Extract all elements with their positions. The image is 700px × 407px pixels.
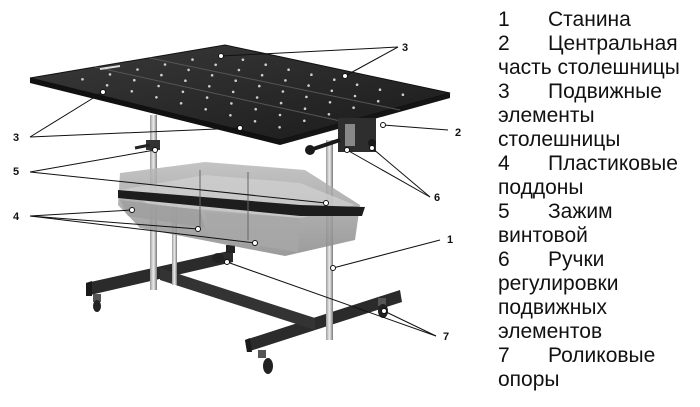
callout-4: 4 [13, 211, 20, 223]
top-hole [179, 102, 183, 105]
callout-6: 6 [434, 192, 440, 204]
top-hole [303, 119, 306, 123]
top-hole [258, 84, 261, 88]
top-hole [234, 79, 237, 82]
top-hole [303, 107, 307, 110]
top-hole [108, 73, 112, 76]
top-hole [353, 94, 357, 98]
top-hole [229, 114, 232, 117]
top-hole [330, 89, 334, 93]
callout-5: 5 [13, 166, 19, 178]
top-hole [310, 73, 313, 76]
top-hole [279, 101, 283, 105]
legend-text: Станина [548, 8, 631, 31]
top-hole [133, 78, 136, 82]
legend-text: Роликовые опоры [498, 344, 656, 391]
top-hole [81, 78, 84, 81]
legend-number: 6 [498, 248, 510, 271]
top-hole [184, 79, 187, 82]
top-hole [210, 74, 214, 77]
top-hole [260, 73, 264, 77]
legend-number: 4 [498, 152, 510, 175]
top-hole [105, 84, 109, 87]
top-hole [191, 58, 194, 61]
top-hole [376, 99, 380, 103]
base-frame [86, 245, 402, 352]
legend-text: Пластиковые поддоны [498, 152, 678, 199]
top-hole [287, 68, 290, 71]
top-hole [187, 68, 190, 72]
top-hole [163, 63, 167, 66]
top-hole [401, 93, 405, 96]
legend-item: 1 Станина [498, 8, 698, 32]
leader-dots [100, 53, 387, 314]
legend-number: 7 [498, 344, 510, 367]
top-hole [278, 126, 281, 129]
legend-text: Ручки регулировки подвижных элементов [498, 248, 619, 343]
tray-frame [118, 162, 365, 256]
top-hole [237, 68, 241, 72]
legend-text: Зажим винтовой [498, 200, 613, 247]
callout-1: 1 [447, 234, 453, 246]
legend-text: Подвижные элементы столешницы [498, 80, 662, 151]
top-hole [333, 78, 336, 81]
top-hole [284, 79, 287, 82]
top-hole [160, 73, 163, 77]
top-hole [328, 101, 332, 104]
top-hole [157, 84, 160, 88]
top-hole [214, 63, 217, 67]
legend-number: 2 [498, 32, 510, 55]
top-hole [307, 84, 310, 87]
top-hole [181, 90, 185, 94]
top-hole [355, 83, 359, 86]
top-hole [255, 96, 259, 99]
top-hole [231, 90, 235, 94]
top-hole [208, 85, 211, 88]
top-hole [278, 113, 282, 117]
legend-number: 1 [498, 8, 510, 31]
legend-number: 3 [498, 80, 510, 103]
callout-2: 2 [455, 127, 461, 139]
top-hole [230, 102, 233, 105]
top-hole [281, 90, 285, 93]
callout-3-top: 3 [402, 42, 408, 54]
top-hole [205, 96, 209, 99]
top-hole [136, 68, 139, 71]
top-hole [130, 90, 134, 93]
caster-wheels [93, 253, 388, 374]
top-hole [204, 108, 207, 111]
top-hole [155, 96, 158, 99]
top-hole [327, 113, 331, 116]
table-illustration: 3 3 2 5 4 6 1 7 [13, 42, 461, 374]
top-hole [241, 58, 245, 61]
legend-text: Центральная часть столешницы [498, 32, 680, 79]
top-hole [305, 95, 308, 99]
screw-clamp [134, 140, 160, 150]
leader-lines [29, 46, 449, 337]
top-hole [352, 106, 355, 109]
top-hole [254, 107, 257, 111]
legend-number: 5 [498, 200, 510, 223]
top-hole [253, 120, 257, 123]
top-hole [378, 88, 382, 91]
callout-7: 7 [443, 331, 449, 343]
top-hole [264, 63, 268, 66]
callout-3-left: 3 [13, 132, 19, 144]
